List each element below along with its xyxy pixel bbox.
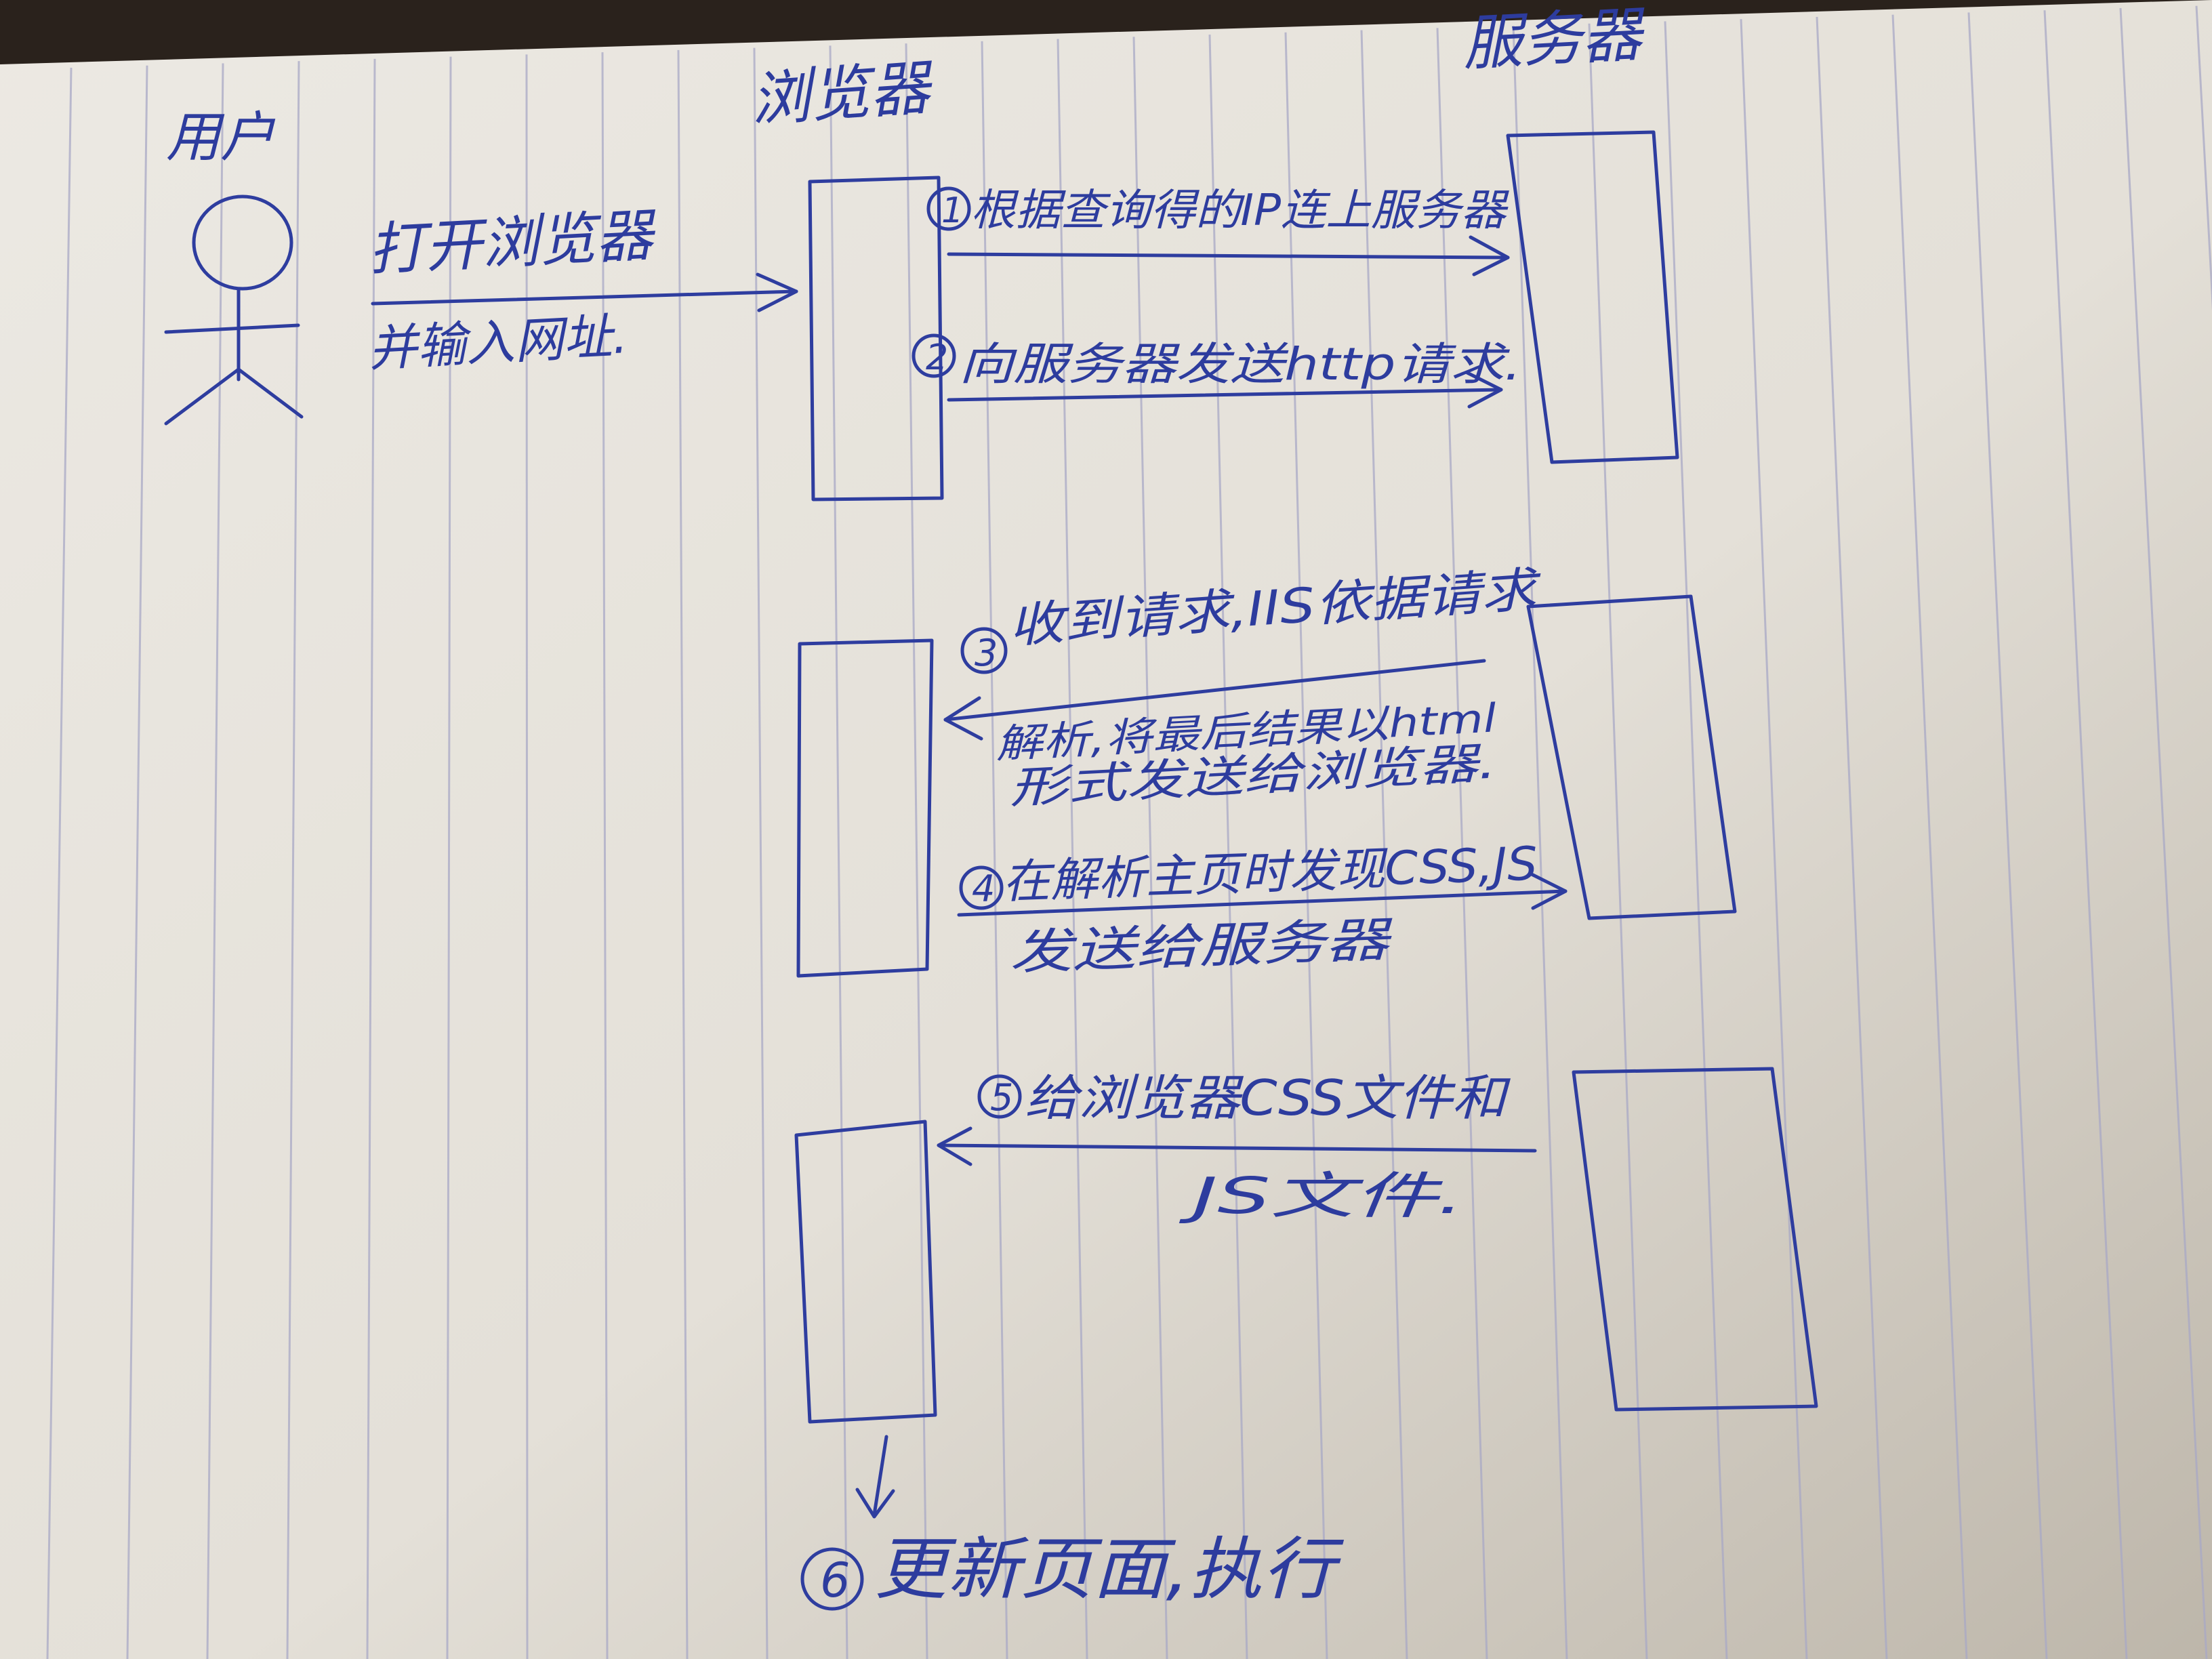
actor-user-label: 用户 bbox=[166, 106, 276, 169]
message-css-js-line2: 发送给服务器 bbox=[1008, 912, 1395, 981]
ruling-line bbox=[286, 61, 300, 1659]
message-open-browser: 打开浏览器 bbox=[367, 202, 659, 283]
server-activation-2 bbox=[1526, 594, 1737, 920]
ruling-line bbox=[2043, 10, 2128, 1659]
ruling-line bbox=[1816, 16, 1888, 1659]
arrow-request-css-js bbox=[957, 872, 1568, 917]
ruling-line bbox=[677, 49, 689, 1659]
ruling-line bbox=[1891, 14, 1968, 1659]
ruling-line bbox=[46, 67, 73, 1659]
ruling-line bbox=[1436, 28, 1488, 1659]
server-activation-1 bbox=[1506, 130, 1679, 464]
step-4-marker bbox=[959, 865, 1004, 910]
stick-figure-icon bbox=[164, 194, 304, 426]
ruling-line bbox=[1967, 12, 2048, 1659]
ruling-line bbox=[1360, 30, 1408, 1659]
ruling-line bbox=[1208, 35, 1248, 1659]
arrow-html-response bbox=[943, 659, 1486, 741]
ruling-line bbox=[1664, 21, 1728, 1659]
step-5-number: 5 bbox=[990, 1076, 1013, 1119]
ruling-line bbox=[1057, 39, 1088, 1659]
ruling-line bbox=[446, 56, 452, 1659]
message-files-line2: JS文件. bbox=[1178, 1167, 1464, 1225]
step-4-number: 4 bbox=[972, 867, 995, 910]
actor-server-label: 服务器 bbox=[1461, 0, 1648, 79]
ruling-line bbox=[753, 47, 769, 1659]
step-1-marker bbox=[926, 186, 971, 231]
ruling-line bbox=[366, 58, 376, 1659]
step-1-number: 1 bbox=[941, 190, 964, 231]
step-2-number: 2 bbox=[926, 337, 948, 378]
actor-browser-label: 浏览器 bbox=[748, 52, 937, 135]
arrow-open-browser bbox=[371, 272, 798, 312]
browser-activation-2 bbox=[796, 638, 934, 978]
step-6-marker bbox=[800, 1547, 864, 1611]
ruling-line bbox=[1132, 37, 1168, 1659]
ruling-line bbox=[1512, 25, 1568, 1659]
ruling-line bbox=[126, 65, 148, 1659]
ruling-line bbox=[981, 41, 1008, 1659]
step-3-marker bbox=[960, 627, 1008, 674]
step-2-marker bbox=[912, 333, 956, 378]
ruling-line bbox=[1588, 23, 1648, 1659]
ruling-line bbox=[905, 43, 928, 1659]
ruling-line bbox=[829, 45, 848, 1659]
message-http-request: 向服务器发送http请求. bbox=[959, 338, 1521, 390]
message-files-line1: 给浏览器CSS文件和 bbox=[1025, 1069, 1511, 1126]
ruling-line bbox=[2119, 7, 2208, 1659]
message-connect-server: 根据查询得的IP连上服务器 bbox=[970, 186, 1509, 236]
ruling-line bbox=[601, 52, 609, 1659]
step-5-marker bbox=[977, 1074, 1022, 1119]
browser-activation-3 bbox=[794, 1120, 937, 1424]
server-activation-3 bbox=[1572, 1067, 1818, 1412]
ruling-line bbox=[1740, 19, 1808, 1659]
arrow-css-js-files bbox=[937, 1126, 1537, 1166]
ruling-line bbox=[1284, 32, 1328, 1659]
message-update-page: 更新页面,执行 bbox=[874, 1530, 1345, 1609]
browser-activation-1 bbox=[808, 176, 944, 501]
arrow-update-page bbox=[855, 1435, 895, 1519]
arrow-http-request bbox=[947, 371, 1503, 409]
message-enter-url: 并输入网址. bbox=[367, 307, 629, 377]
arrow-connect-server bbox=[947, 235, 1510, 276]
ruling-line bbox=[2195, 5, 2212, 311]
paper-ruling bbox=[46, 5, 2212, 1659]
step-3-number: 3 bbox=[975, 632, 998, 674]
step-6-number: 6 bbox=[820, 1553, 851, 1608]
